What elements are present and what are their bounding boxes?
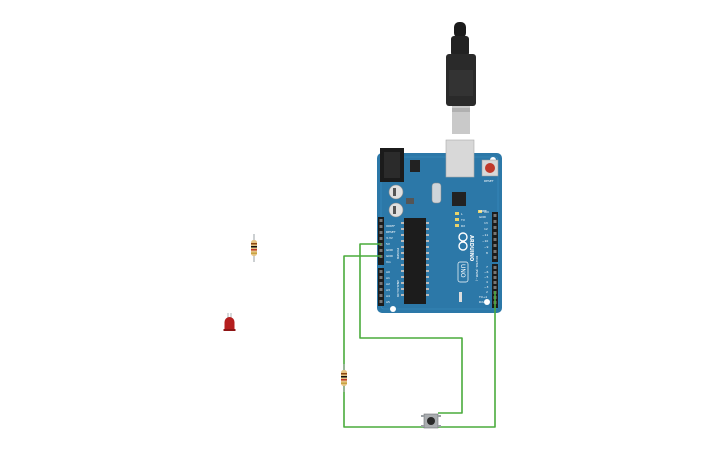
svg-text:TX→1: TX→1 xyxy=(478,295,487,299)
svg-text:RX: RX xyxy=(461,224,465,228)
wires[interactable] xyxy=(343,243,496,428)
reset-button[interactable] xyxy=(485,163,495,173)
usb-chip xyxy=(452,192,466,206)
wire-pin2-to-button[interactable] xyxy=(438,291,496,428)
pushbutton[interactable] xyxy=(421,413,441,429)
usb-cable[interactable] xyxy=(446,22,476,134)
onboard-leds: L TX RX ON xyxy=(455,210,489,228)
atmega-chip xyxy=(404,218,426,304)
svg-text:~10: ~10 xyxy=(482,239,488,243)
svg-text:GND: GND xyxy=(386,248,394,252)
resistor-in-circuit[interactable] xyxy=(341,364,347,392)
usb-port xyxy=(445,139,475,178)
arduino-uno-board[interactable]: RESET L TX RX ON xyxy=(377,139,502,313)
svg-text:RESET: RESET xyxy=(386,230,396,234)
svg-text:ON: ON xyxy=(484,210,489,214)
svg-text:A4: A4 xyxy=(386,294,390,298)
svg-text:~9: ~9 xyxy=(484,245,489,249)
svg-text:TX: TX xyxy=(460,218,465,222)
svg-text:7: 7 xyxy=(486,265,488,269)
led-red[interactable] xyxy=(223,313,236,331)
svg-text:~6: ~6 xyxy=(484,270,489,274)
digital-header[interactable]: AREF GND 13 12 ~11 ~10 ~9 8 7 ~6 ~5 4 ~3… xyxy=(475,209,498,308)
svg-text:AREF: AREF xyxy=(479,209,487,213)
svg-text:Vin: Vin xyxy=(386,260,391,264)
svg-text:2: 2 xyxy=(486,290,488,294)
svg-text:~11: ~11 xyxy=(482,233,488,237)
svg-text:A5: A5 xyxy=(386,300,390,304)
model-label: UNO xyxy=(459,264,466,278)
svg-text:ANALOG IN: ANALOG IN xyxy=(396,280,400,297)
wire-5v-to-button[interactable] xyxy=(359,243,463,414)
svg-text:8: 8 xyxy=(486,251,488,255)
reset-label: RESET xyxy=(484,179,494,183)
svg-text:5V: 5V xyxy=(386,242,391,246)
svg-text:RX←0: RX←0 xyxy=(479,300,488,304)
svg-text:DIGITAL (PWM~): DIGITAL (PWM~) xyxy=(475,256,479,281)
svg-text:A1: A1 xyxy=(386,276,390,280)
resistor-loose[interactable] xyxy=(251,234,257,262)
svg-text:3.3V: 3.3V xyxy=(386,236,394,240)
svg-text:13: 13 xyxy=(484,221,488,225)
svg-text:POWER: POWER xyxy=(396,248,400,259)
arduino-logo-icon xyxy=(458,232,468,251)
svg-text:L: L xyxy=(461,212,463,216)
svg-text:A3: A3 xyxy=(386,288,390,292)
svg-text:12: 12 xyxy=(484,227,488,231)
svg-text:A2: A2 xyxy=(386,282,390,286)
svg-text:A0: A0 xyxy=(386,270,390,274)
svg-text:4: 4 xyxy=(486,280,488,284)
svg-text:GND: GND xyxy=(386,254,394,258)
svg-text:GND: GND xyxy=(479,215,487,219)
svg-text:~5: ~5 xyxy=(484,275,489,279)
analog-header[interactable]: A0 A1 A2 A3 A4 A5 ANALOG IN xyxy=(378,268,400,306)
svg-text:~3: ~3 xyxy=(484,285,489,289)
wire-gnd-to-resistor[interactable] xyxy=(343,255,424,428)
brand-label: ARDUINO xyxy=(468,235,474,261)
svg-text:IOREF: IOREF xyxy=(386,224,395,228)
